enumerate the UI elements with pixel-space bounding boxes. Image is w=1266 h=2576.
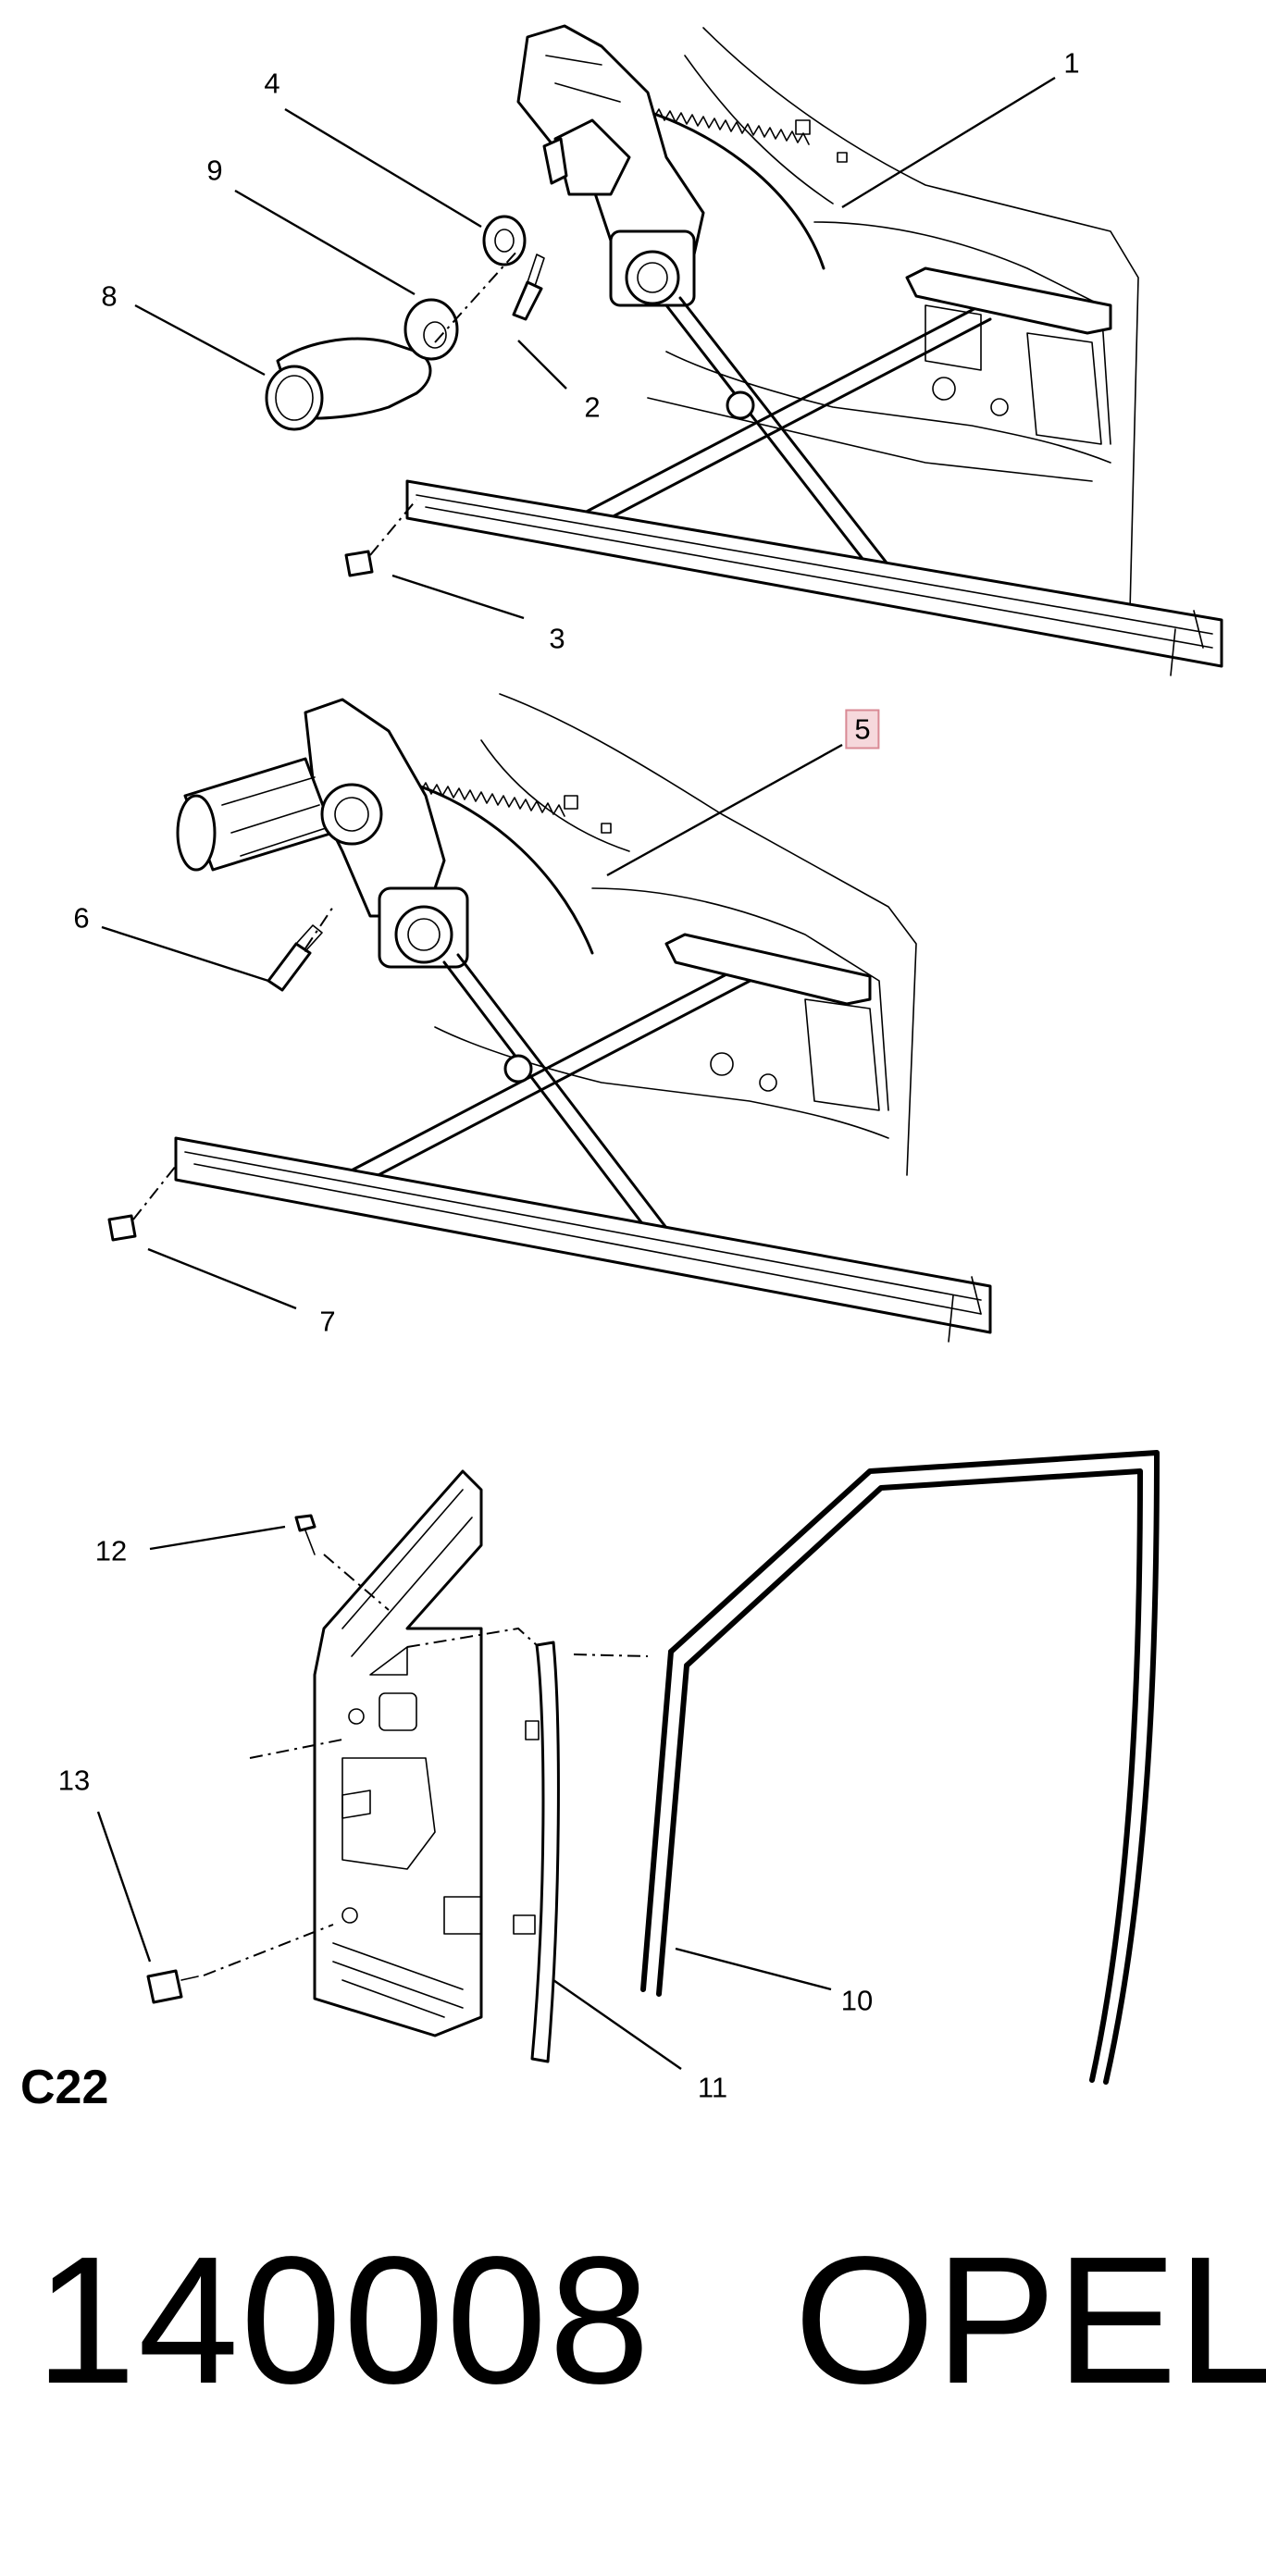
leader-5 <box>606 743 843 877</box>
callout-12: 12 <box>94 1534 128 1567</box>
leader-10 <box>675 1947 832 1991</box>
leader-9 <box>234 189 416 296</box>
leader-lines <box>96 76 1056 2070</box>
callout-13: 13 <box>57 1764 91 1797</box>
section-code: C22 <box>20 2061 109 2114</box>
callout-6: 6 <box>73 901 90 935</box>
middle-regulator-assembly <box>107 693 992 1343</box>
leader-7 <box>147 1247 297 1310</box>
leader-11 <box>552 1979 682 2070</box>
leader-6 <box>101 925 269 983</box>
callout-8: 8 <box>101 279 118 313</box>
leader-1 <box>841 76 1056 209</box>
leader-4 <box>284 107 482 229</box>
upper-regulator-assembly <box>265 24 1223 676</box>
callout-11: 11 <box>697 2071 728 2104</box>
callout-5-highlighted[interactable]: 5 <box>845 709 880 749</box>
callout-1: 1 <box>1063 46 1080 80</box>
leader-3 <box>391 574 525 620</box>
leader-13 <box>96 1811 152 1963</box>
leader-2 <box>517 340 567 390</box>
callout-3: 3 <box>549 622 565 655</box>
callout-7: 7 <box>319 1305 336 1338</box>
brand-name: OPEL <box>794 2219 1266 2421</box>
footer: 140008 OPEL <box>0 2230 1266 2434</box>
callout-10: 10 <box>840 1984 874 2017</box>
lower-door-assembly <box>146 1450 1160 2085</box>
leader-12 <box>149 1525 286 1551</box>
callout-9: 9 <box>206 154 223 187</box>
callout-2: 2 <box>584 390 601 424</box>
catalog-number: 140008 <box>35 2219 652 2421</box>
leader-8 <box>134 303 266 377</box>
callout-4: 4 <box>264 67 280 100</box>
